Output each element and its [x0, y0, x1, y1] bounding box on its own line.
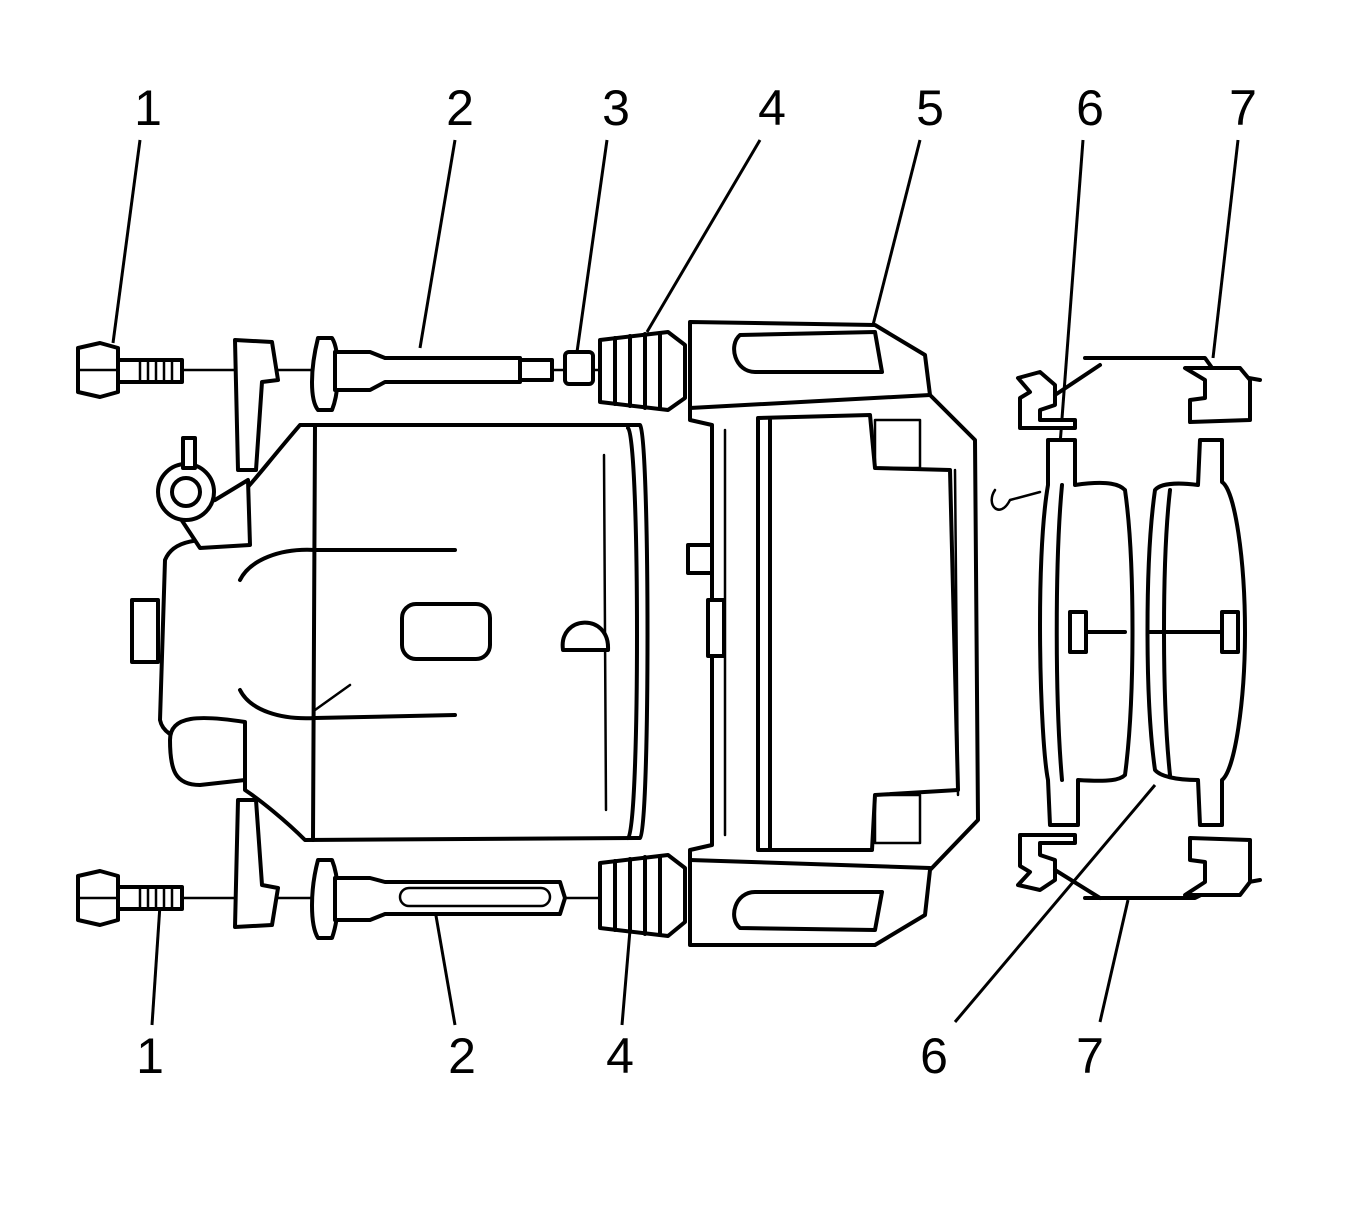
callout-bottom-2: 2	[448, 1028, 476, 1084]
pad-clip-top	[1016, 356, 1262, 430]
bottom-callouts: 1 2 4 6 7	[136, 1028, 1104, 1084]
boot-top	[598, 330, 687, 412]
callout-bottom-7: 7	[1076, 1028, 1104, 1084]
caliper-window	[400, 602, 492, 661]
caliper-bracket	[686, 320, 980, 947]
callout-top-7: 7	[1229, 80, 1257, 136]
callout-top-5: 5	[916, 80, 944, 136]
callout-bottom-1: 1	[136, 1028, 164, 1084]
leader-top-7	[1211, 139, 1240, 359]
caliper-boss	[560, 620, 611, 652]
caliper-housing	[130, 338, 650, 929]
callout-top-3: 3	[602, 80, 630, 136]
leader-bottom-7	[1098, 899, 1130, 1023]
leader-top-2	[418, 139, 457, 349]
bolt-bottom	[76, 869, 184, 927]
pad-clip-bottom	[1016, 833, 1262, 900]
leader-top-6	[1058, 139, 1085, 446]
boot-bottom	[598, 853, 687, 938]
lower-bracket-ear	[233, 798, 280, 929]
callout-top-1: 1	[134, 80, 162, 136]
guide-pin-bottom	[310, 858, 567, 940]
bolt-top	[76, 341, 184, 399]
brake-pad-outer	[1145, 438, 1247, 827]
bushing	[563, 350, 595, 386]
leader-top-5	[871, 139, 922, 326]
upper-bracket-ear	[233, 338, 280, 472]
leader-bottom-6	[953, 784, 1157, 1023]
leader-top-3	[575, 139, 609, 353]
brake-pad-inner	[990, 438, 1135, 827]
bleeder-fitting	[156, 462, 216, 522]
callout-top-2: 2	[446, 80, 474, 136]
top-callouts: 1 2 3 4 5 6 7	[134, 80, 1257, 136]
leader-top-4	[645, 139, 762, 333]
callout-top-4: 4	[758, 80, 786, 136]
caliper-port-tab	[130, 598, 160, 664]
leader-lines	[111, 139, 1240, 1026]
leader-bottom-4	[620, 929, 632, 1026]
leader-bottom-1	[150, 904, 162, 1026]
guide-pin-top	[310, 336, 554, 412]
leader-bottom-2	[433, 909, 457, 1026]
leader-top-1	[111, 139, 142, 344]
callout-bottom-6: 6	[920, 1028, 948, 1084]
callout-top-6: 6	[1076, 80, 1104, 136]
callout-bottom-4: 4	[606, 1028, 634, 1084]
